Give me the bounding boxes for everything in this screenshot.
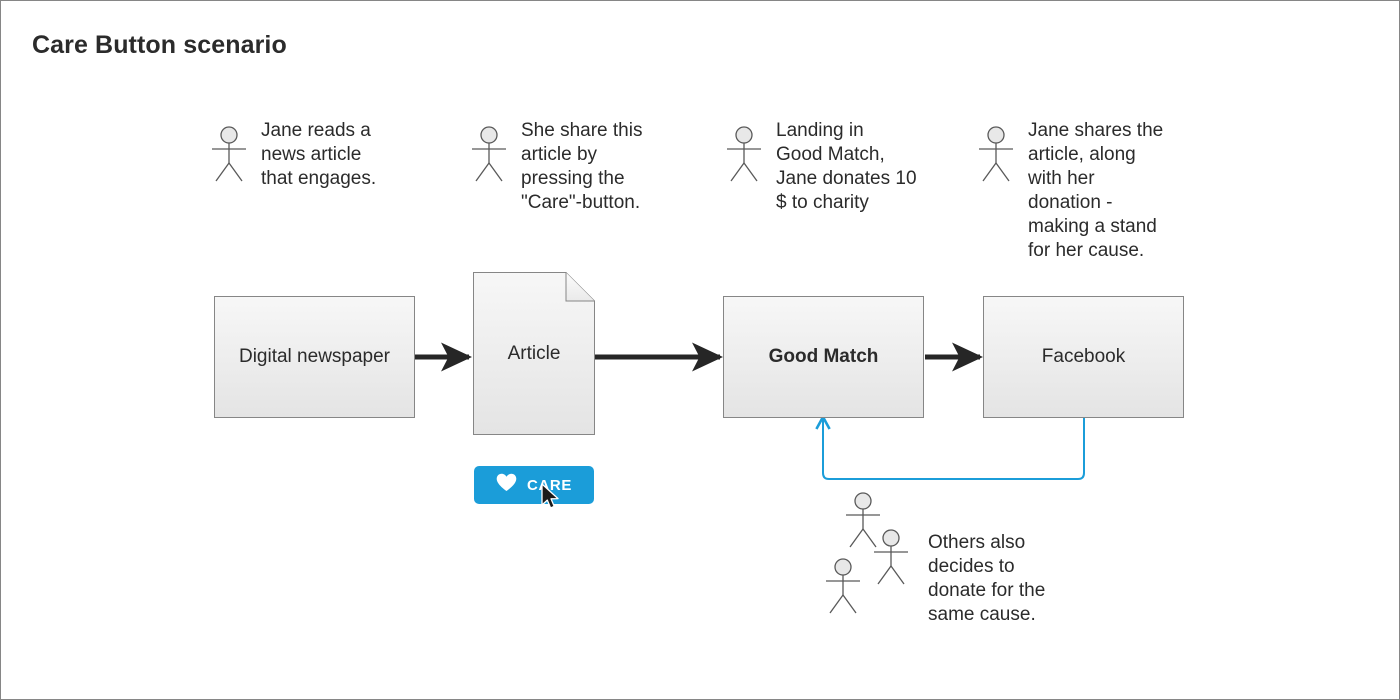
annotation-1: Jane reads a news article that engages. <box>209 119 429 191</box>
annotation-4: Jane shares the article, along with her … <box>976 119 1206 263</box>
edge-facebook-to-goodmatch <box>815 414 1085 480</box>
node-article[interactable]: Article <box>473 272 595 435</box>
heart-icon <box>496 473 517 497</box>
page-title: Care Button scenario <box>32 31 287 59</box>
annotation-1-text: Jane reads a news article that engages. <box>261 120 377 189</box>
stick-figure-icon <box>209 125 249 190</box>
node-facebook[interactable]: Facebook <box>983 296 1184 418</box>
stick-figure-icon <box>469 125 509 190</box>
care-button[interactable]: CARE <box>474 466 594 504</box>
node-digital-newspaper-label: Digital newspaper <box>238 346 391 367</box>
annotation-2: She share this article by pressing the "… <box>469 119 689 215</box>
node-good-match[interactable]: Good Match <box>723 296 924 418</box>
stick-figure-icon <box>976 125 1016 190</box>
annotation-3-text: Landing in Good Match, Jane donates 10 $… <box>776 120 917 213</box>
annotation-others: Others also decides to donate for the sa… <box>823 491 1123 627</box>
annotation-others-text: Others also decides to donate for the sa… <box>928 532 1046 625</box>
stick-figure-group-icon <box>823 491 918 616</box>
node-good-match-label: Good Match <box>768 346 879 367</box>
node-article-label: Article <box>507 342 561 364</box>
node-facebook-label: Facebook <box>1041 346 1126 367</box>
annotation-3: Landing in Good Match, Jane donates 10 $… <box>724 119 954 215</box>
stick-figure-icon <box>871 528 911 593</box>
document-shape-icon <box>473 272 595 435</box>
annotation-4-text: Jane shares the article, along with her … <box>1028 120 1164 261</box>
stick-figure-icon <box>843 491 883 556</box>
care-button-label: CARE <box>527 476 572 494</box>
stick-figure-icon <box>724 125 764 190</box>
annotation-2-text: She share this article by pressing the "… <box>521 120 643 213</box>
node-digital-newspaper[interactable]: Digital newspaper <box>214 296 415 418</box>
stick-figure-icon <box>823 557 863 622</box>
